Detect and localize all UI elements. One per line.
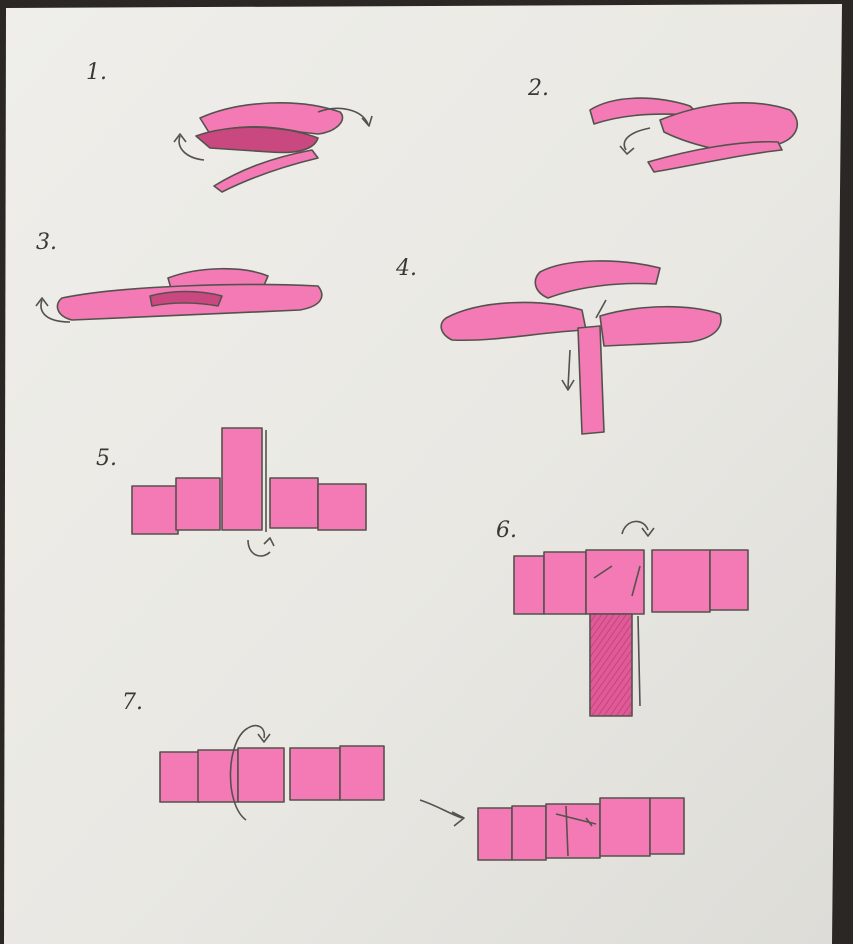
step-7-segment-center: [238, 748, 284, 802]
step-1-label: 1.: [86, 60, 107, 85]
step-7-segment-5: [340, 746, 384, 800]
step-7-result-segment-1: [478, 808, 512, 860]
step-5-segment-center: [222, 428, 262, 530]
step-4-ribbon-tail: [578, 326, 604, 434]
step-6-segment-5: [710, 550, 748, 610]
step-5-segment-1: [132, 486, 178, 534]
step-7-segment-1: [160, 752, 200, 802]
step-7-label: 7.: [122, 690, 143, 715]
step-5-segment-2: [176, 478, 220, 530]
step-7-result-segment-2: [512, 806, 546, 860]
step-5-segment-4: [270, 478, 318, 528]
step-6-segment-1: [514, 556, 544, 614]
step-7-result-segment-center: [546, 804, 600, 858]
step-5-segment-5: [318, 484, 366, 530]
step-6-tail: [590, 614, 632, 716]
step-7-result-segment-4: [600, 798, 650, 856]
step-4-label: 4.: [396, 256, 417, 281]
step-7-segment-4: [290, 748, 340, 800]
step-6-segment-2: [544, 552, 586, 614]
step-6-segment-4: [652, 550, 710, 612]
step-5-label: 5.: [96, 446, 117, 471]
step-2-label: 2.: [528, 76, 549, 101]
step-3-label: 3.: [36, 230, 57, 255]
step-7-result-segment-5: [650, 798, 684, 854]
step-6-label: 6.: [496, 518, 517, 543]
